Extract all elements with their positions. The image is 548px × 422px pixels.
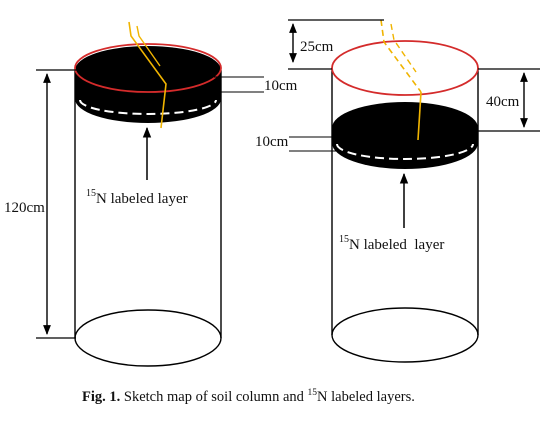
right-layer-label-sup: 15 (339, 234, 349, 245)
left-column-bottom (74, 309, 222, 367)
caption-text-after: N labeled layers. (317, 389, 415, 405)
right-labeled-layer-dashline (336, 143, 474, 160)
left-labeled-layer-dashline (79, 99, 217, 115)
right-probe (417, 91, 422, 141)
left-layer-label: 15N labeled layer (86, 188, 188, 207)
right-probe-dashed-inner (390, 23, 417, 73)
left-depth-label: 120cm (4, 200, 45, 216)
right-column-rim (331, 40, 479, 96)
left-layer-label-sup: 15 (86, 188, 96, 199)
figure-number: Fig. 1. (82, 389, 120, 405)
right-soil-column: 25cm 40cm 10cm 15N labeled layer (255, 19, 540, 363)
right-probe-dashed (380, 19, 422, 93)
right-column-bottom (331, 307, 479, 363)
figure-caption: Fig. 1. Sketch map of soil column and 15… (82, 388, 415, 405)
right-soil-slab-top (332, 102, 478, 154)
left-probe (128, 21, 167, 129)
left-column-rim (74, 43, 222, 93)
right-depth-label: 40cm (486, 94, 520, 110)
right-upper-gap-label: 25cm (300, 39, 334, 55)
caption-sup: 15 (308, 388, 318, 398)
left-layer-label-text: N labeled layer (96, 191, 188, 207)
left-probe-inner (136, 25, 161, 67)
right-layer-thickness-label: 10cm (255, 134, 289, 150)
caption-text-before: Sketch map of soil column and (120, 389, 307, 405)
left-layer-thickness-label: 10cm (264, 78, 298, 94)
right-layer-label-text: N labeled layer (349, 237, 444, 253)
left-soil-slab-top (75, 46, 221, 94)
right-layer-label: 15N labeled layer (339, 234, 444, 253)
left-soil-column: 120cm 10cm 15N labeled layer (4, 21, 298, 367)
